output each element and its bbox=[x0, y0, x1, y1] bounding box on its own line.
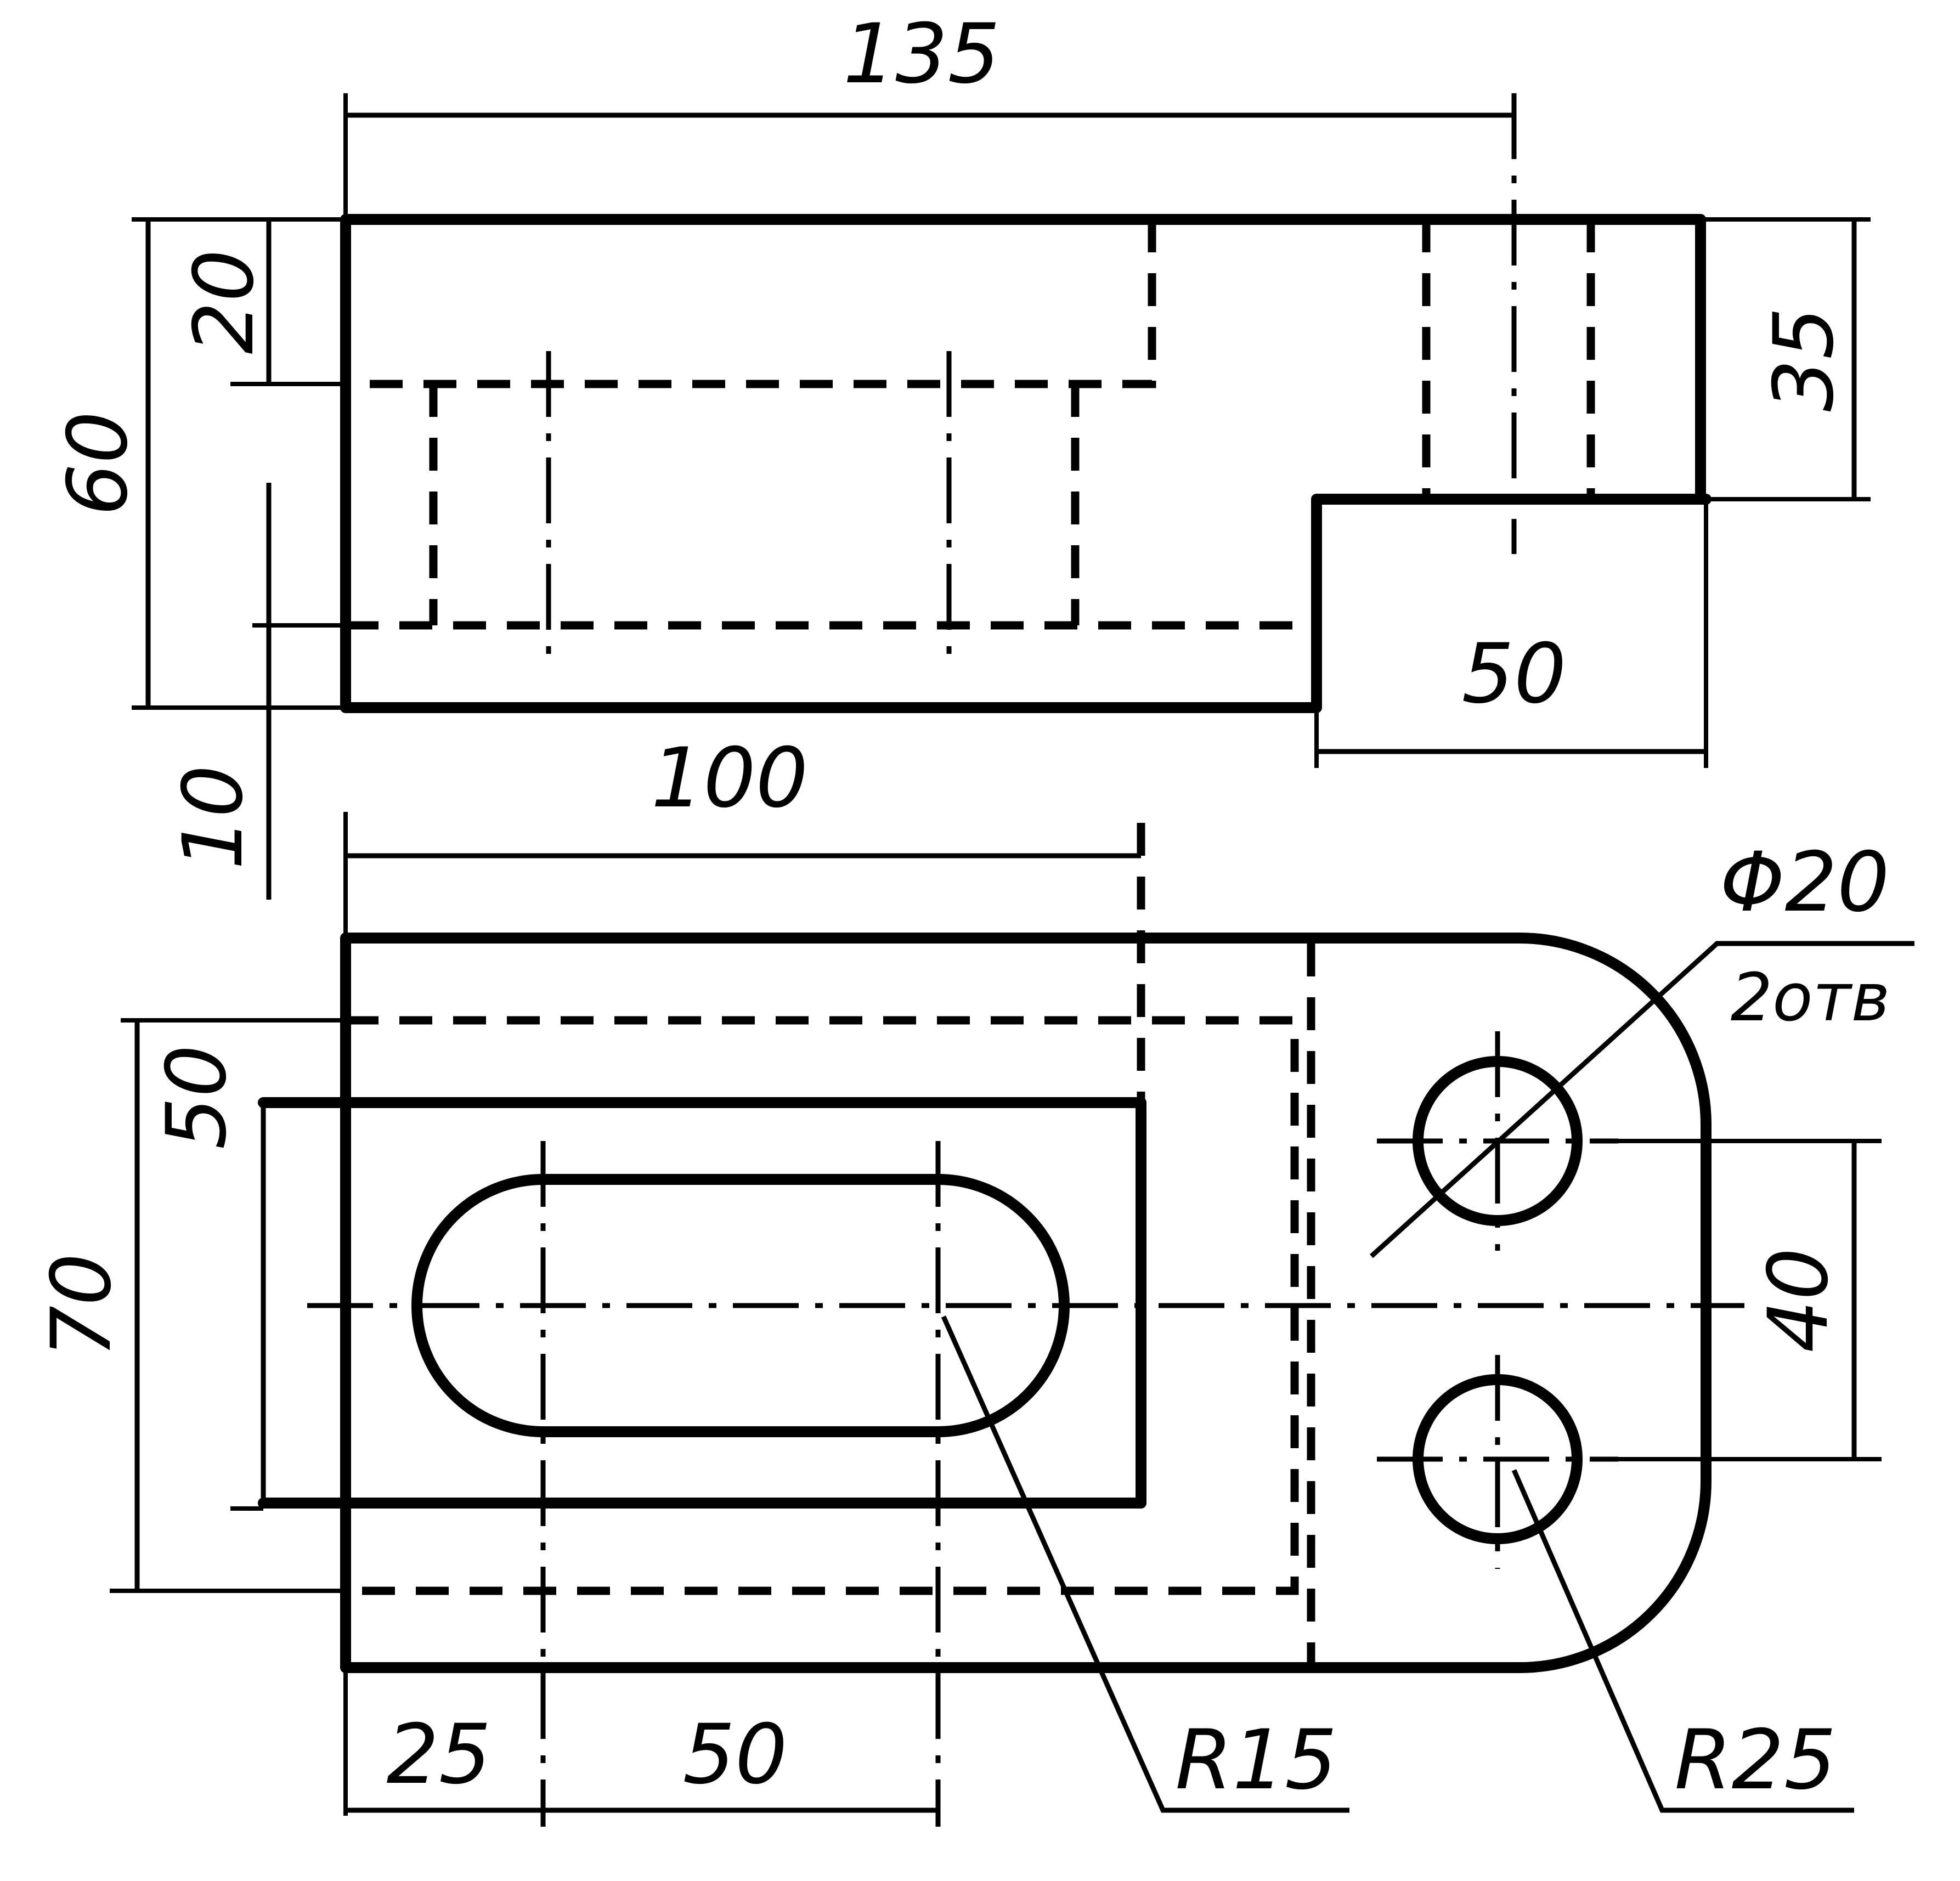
top-view: 100 70 50 40 25 50 R15 R25 Φ20 2отв bbox=[34, 731, 1914, 1827]
top-view-pocket bbox=[258, 1097, 1146, 1509]
top-dim-25-label: 25 bbox=[387, 1707, 492, 1803]
top-hidden-outer bbox=[346, 1016, 1299, 1595]
r25-leader bbox=[1511, 1469, 1854, 1813]
top-dim-70-label: 70 bbox=[34, 1253, 129, 1358]
corner-radius-label: R25 bbox=[1674, 1713, 1836, 1808]
hole-diameter-label: Φ20 bbox=[1720, 835, 1890, 930]
front-dim-60-label: 60 bbox=[50, 411, 146, 516]
slot-radius-label: R15 bbox=[1175, 1713, 1337, 1808]
hole-count-label: 2отв bbox=[1731, 960, 1890, 1036]
top-dim-50-left-label: 50 bbox=[149, 1045, 245, 1150]
front-dim-135-label: 135 bbox=[843, 7, 1000, 102]
front-dim-50-label: 50 bbox=[1462, 626, 1567, 722]
top-dim-40-label: 40 bbox=[1751, 1248, 1846, 1353]
front-hidden-pocket bbox=[346, 219, 1156, 388]
front-dim-10-label: 10 bbox=[166, 765, 261, 870]
phi20-leader bbox=[1369, 941, 1914, 1258]
top-view-outline bbox=[340, 933, 1712, 1673]
top-dim-50-bottom-label: 50 bbox=[683, 1707, 788, 1803]
top-dim-100-label: 100 bbox=[651, 731, 808, 826]
r15-leader bbox=[941, 1315, 1349, 1813]
front-view: 135 60 20 35 50 10 bbox=[50, 7, 1871, 900]
top-view-slot bbox=[411, 1174, 1070, 1437]
front-dim-20-label: 20 bbox=[177, 250, 272, 354]
front-dim-35-label: 35 bbox=[1756, 307, 1852, 412]
